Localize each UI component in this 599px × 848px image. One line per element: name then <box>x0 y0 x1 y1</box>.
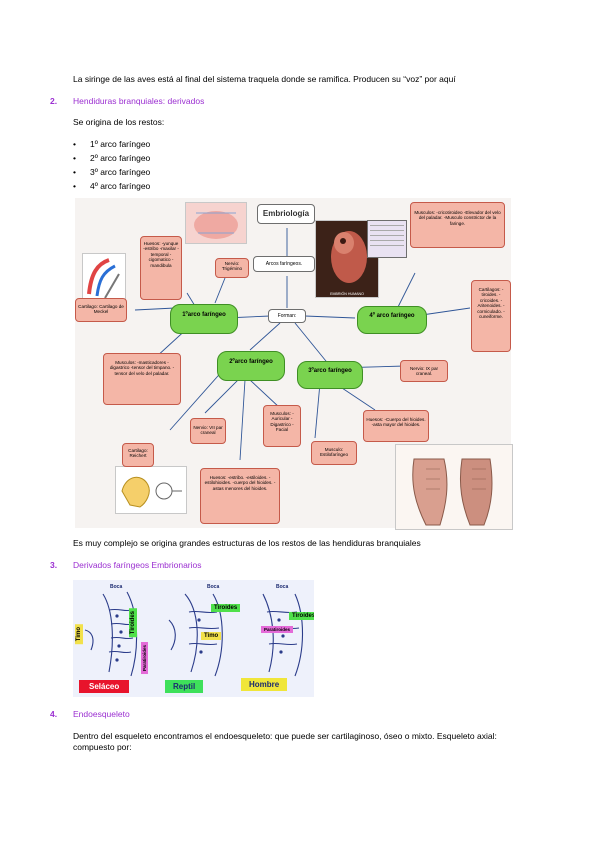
section-4-body-line-1: Dentro del esqueleto encontramos el endo… <box>73 731 497 741</box>
cartilago-arco-1: Cartilago: Cartilago de Meckel <box>75 298 127 322</box>
bullet-text: 4º arco faríngeo <box>90 181 151 191</box>
section-2-title: Hendiduras branquiales: derivados <box>73 96 205 106</box>
mind-map-figure: EMBRIÓN HUMANO Embriología Arcos farínge… <box>75 198 513 530</box>
bullet-item: • 4º arco faríngeo <box>73 181 151 192</box>
label-paratiroides-2: Paratiroides <box>261 626 294 633</box>
section-2-caption: Es muy complejo se origina grandes estru… <box>73 538 421 548</box>
section-3-title: Derivados faríngeos Embrionarios <box>73 560 202 570</box>
label-timo-1: Timo <box>75 624 83 645</box>
section-3-heading: 3. Derivados faríngeos Embrionarios <box>50 560 202 571</box>
bullet-icon: • <box>73 139 76 149</box>
larynx-image <box>395 444 513 530</box>
nervio-arco-2: Nervio: VII par craneal <box>190 418 226 444</box>
embryo-caption: EMBRIÓN HUMANO <box>316 292 378 296</box>
label-tiroides-1: Tiroides <box>129 608 137 638</box>
label-timo-2: Timo <box>201 632 222 640</box>
pharyngeal-derivatives-figure: Boca Boca Boca Timo Tiroides Paratiroide… <box>73 580 314 697</box>
arco-4-node: 4º arco faríngeo <box>357 306 427 334</box>
section-4-number: 4. <box>50 709 58 719</box>
bullet-text: 2º arco faríngeo <box>90 153 151 163</box>
section-4-title: Endoesqueleto <box>73 709 130 719</box>
label-boca-2: Boca <box>207 584 220 590</box>
bullet-text: 3º arco faríngeo <box>90 167 151 177</box>
label-tiroides-2: Tiroides <box>211 604 241 612</box>
bullet-item: • 1º arco faríngeo <box>73 139 151 150</box>
arco-2-node: 2ºarco faríngeo <box>217 351 285 381</box>
head-section-image <box>82 253 126 301</box>
embryo-sketch-image <box>185 202 247 244</box>
section-4-body-line-2: compuesto por: <box>73 742 132 752</box>
musculos-arco-4: Musculos: -cricotiroideo -Elevador del v… <box>410 202 505 248</box>
label-boca-3: Boca <box>276 584 289 590</box>
bullet-icon: • <box>73 167 76 177</box>
section-2-heading: 2. Hendiduras branquiales: derivados <box>50 96 205 107</box>
intro-paragraph: La siringe de las aves está al final del… <box>73 74 456 84</box>
cartilagos-arco-4: Cartilagos: - tiroides. -cricoides. -Ari… <box>471 280 511 352</box>
arcos-node: Arcos faríngeos. <box>253 256 315 272</box>
section-4-heading: 4. Endoesqueleto <box>50 709 130 720</box>
nervio-arco-3: Nervio: IX par craneal. <box>400 360 448 382</box>
cartilago-arco-2: Cartilago: Reichert <box>122 443 154 467</box>
bullet-icon: • <box>73 181 76 191</box>
section-2-number: 2. <box>50 96 58 106</box>
arco-3-node: 3ºarco faríngeo <box>297 361 363 389</box>
huesos-arco-1: Huesos: -yunque -estribo -maxilar -tempo… <box>140 236 182 300</box>
bullet-icon: • <box>73 153 76 163</box>
huesos-arco-3: Huesos: -Cuerpo del hioides. -asta mayor… <box>363 410 429 442</box>
section-2-intro: Se origina de los restos: <box>73 117 165 127</box>
musculos-arco-2: Musculos: -Auricular -Digastrico -Facial <box>263 405 301 447</box>
bullet-text: 1º arco faríngeo <box>90 139 151 149</box>
label-paratiroides-1: Paratiroides <box>141 642 148 675</box>
forman-node: Forman: <box>268 309 306 323</box>
bullet-item: • 3º arco faríngeo <box>73 167 151 178</box>
musculo-arco-3: Musculo: Estilofaríngeo <box>311 441 357 465</box>
nervio-arco-1: Nervio: Trigémino <box>215 258 249 278</box>
label-reptil: Reptil <box>165 680 204 693</box>
label-boca-1: Boca <box>110 584 123 590</box>
bullet-item: • 2º arco faríngeo <box>73 153 151 164</box>
embryo-notes-image <box>367 220 407 258</box>
label-hombre: Hombre <box>241 678 288 691</box>
label-tiroides-3: Tiroides <box>289 612 314 620</box>
arco-1-node: 1ºarco faríngeo <box>170 304 238 334</box>
musculos-arco-1: Musculos: -masticadores -digastrico -ten… <box>103 353 181 405</box>
section-3-number: 3. <box>50 560 58 570</box>
mind-map-title: Embriología <box>257 204 315 224</box>
ear-ossicles-image <box>115 466 187 514</box>
huesos-arco-2: Huesos: -estribo. -estiloides. -estilohi… <box>200 468 280 524</box>
label-selaceo: Seláceo <box>79 680 130 693</box>
